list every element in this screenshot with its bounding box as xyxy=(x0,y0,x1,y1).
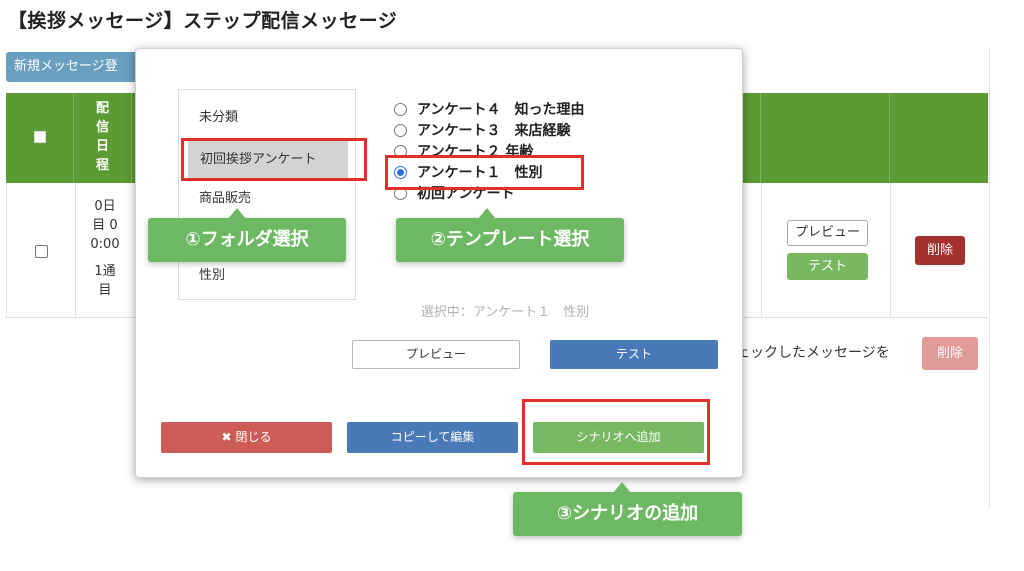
header-date-char: 配 xyxy=(95,101,109,116)
close-label: 閉じる xyxy=(235,430,272,444)
new-message-button[interactable]: 新規メッセージ登 xyxy=(6,52,140,82)
template-label: アンケート３ 来店経験 xyxy=(417,123,571,139)
folder-item[interactable]: 未分類 xyxy=(199,110,239,125)
row-divider xyxy=(890,183,891,318)
close-button[interactable]: ✖閉じる xyxy=(161,422,332,453)
row-delete-button[interactable]: 削除 xyxy=(915,236,965,265)
schedule-line: 0:00 xyxy=(90,237,120,252)
template-option[interactable]: アンケート３ 来店経験 xyxy=(394,120,570,142)
callout-add-scenario: ③シナリオの追加 xyxy=(513,482,742,536)
modal-test-button[interactable]: テスト xyxy=(550,340,718,369)
folder-item[interactable]: 商品販売 xyxy=(199,191,252,206)
add-to-scenario-button[interactable]: シナリオへ追加 xyxy=(533,422,704,453)
callout-text: ②テンプレート選択 xyxy=(430,229,590,250)
row-test-button[interactable]: テスト xyxy=(787,253,868,280)
header-date-char: 日 xyxy=(95,139,109,154)
template-label: 初回アンケート xyxy=(417,186,515,202)
row-divider xyxy=(75,183,76,318)
copy-edit-button[interactable]: コピーして編集 xyxy=(347,422,518,453)
row-schedule: 0日 目 0 0:00 1通 目 xyxy=(77,197,133,300)
radio-icon[interactable] xyxy=(394,103,407,116)
header-date-char: 程 xyxy=(95,158,109,173)
callout-text: ①フォルダ選択 xyxy=(185,229,309,250)
highlight-template xyxy=(385,155,584,190)
callout-template-select: ②テンプレート選択 xyxy=(396,208,624,262)
bulk-delete-button[interactable]: 削除 xyxy=(922,337,978,370)
template-label: アンケート１ 性別 xyxy=(417,165,543,181)
table-row: 0日 目 0 0:00 1通 目 プレビュー テスト 削除 xyxy=(6,183,988,318)
row-checkbox[interactable] xyxy=(35,245,48,258)
schedule-line: 0日 xyxy=(94,199,116,214)
header-divider xyxy=(760,93,761,183)
template-option[interactable]: 初回アンケート xyxy=(394,183,514,205)
callout-folder-select: ①フォルダ選択 xyxy=(148,208,346,262)
selected-template-text: 選択中：アンケート１ 性別 xyxy=(420,305,590,320)
template-option[interactable]: アンケート４ 知った理由 xyxy=(394,99,584,121)
header-date-char: 信 xyxy=(95,120,109,135)
row-preview-button[interactable]: プレビュー xyxy=(787,220,868,246)
template-label: アンケート４ 知った理由 xyxy=(417,102,585,118)
row-divider xyxy=(761,183,762,318)
schedule-line: 目 0 xyxy=(92,218,118,233)
header-select-all-cell xyxy=(6,93,74,183)
template-option-selected[interactable]: アンケート１ 性別 xyxy=(394,162,542,184)
schedule-line: 1通 xyxy=(94,264,116,279)
highlight-folder xyxy=(181,138,367,181)
callout-text: ③シナリオの追加 xyxy=(556,503,699,524)
folder-list: 未分類 初回挨拶アンケート 商品販売 性別 xyxy=(178,89,356,300)
close-icon: ✖ xyxy=(221,430,232,444)
header-divider xyxy=(889,93,890,183)
radio-checked-icon[interactable] xyxy=(394,166,407,179)
right-divider xyxy=(989,48,990,508)
radio-icon[interactable] xyxy=(394,124,407,137)
modal-preview-button[interactable]: プレビュー xyxy=(352,340,520,369)
schedule-line: 目 xyxy=(98,283,112,298)
select-all-checkbox[interactable] xyxy=(34,131,46,143)
highlight-add-scenario xyxy=(522,399,710,465)
header-date-column: 配 信 日 程 xyxy=(74,93,132,183)
folder-item[interactable]: 性別 xyxy=(199,268,226,283)
page-title: 【挨拶メッセージ】ステップ配信メッセージ xyxy=(8,10,398,32)
bulk-action-text: ェックしたメッセージを xyxy=(736,345,890,361)
folder-item-selected[interactable]: 初回挨拶アンケート xyxy=(188,140,348,180)
